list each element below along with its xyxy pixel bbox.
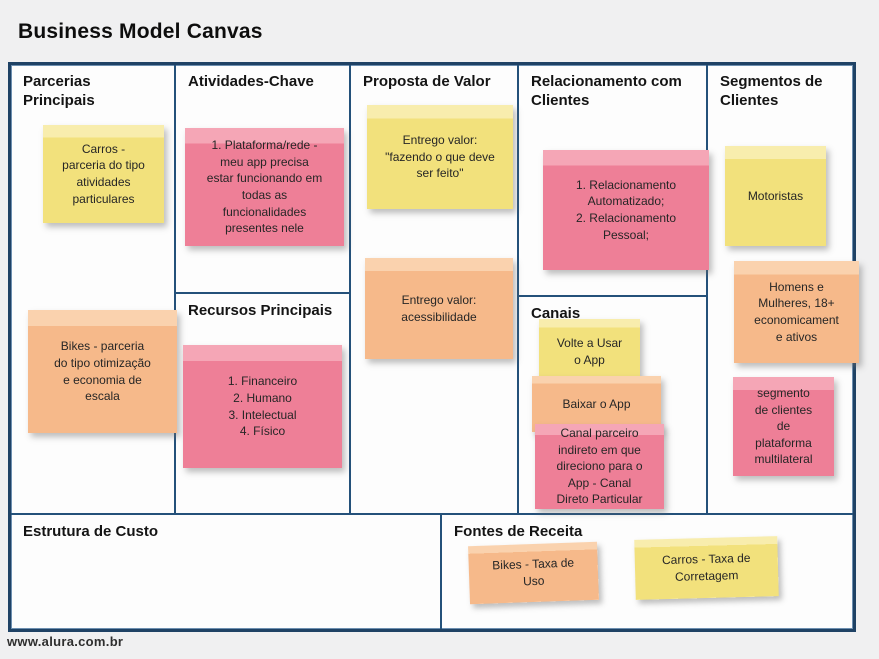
section-key-partners: Parcerias Principais Carros - parceria d… bbox=[11, 65, 177, 513]
section-title: Relacionamento com Clientes bbox=[531, 73, 682, 109]
section-channels: Canais Volte a Usar o App Baixar o App C… bbox=[519, 297, 706, 513]
divider-vertical-bottom bbox=[440, 513, 442, 629]
sticky-note: 1. Relacionamento Automatizado; 2. Relac… bbox=[543, 150, 709, 270]
website-url: www.alura.com.br bbox=[7, 634, 124, 649]
sticky-note: Bikes - Taxa de Uso bbox=[468, 541, 599, 605]
section-cost-structure: Estrutura de Custo bbox=[11, 515, 440, 629]
section-title: Recursos Principais bbox=[188, 302, 333, 319]
sticky-note: Entrego valor: "fazendo o que deve ser f… bbox=[367, 105, 513, 209]
sticky-note: segmento de clientes de plataforma multi… bbox=[733, 377, 834, 476]
sticky-note: Bikes - parceria do tipo otimização e ec… bbox=[28, 310, 177, 433]
section-title: Atividades-Chave bbox=[188, 73, 314, 90]
section-title: Canais bbox=[531, 305, 581, 322]
divider-vertical-1 bbox=[174, 65, 176, 513]
sticky-note: Canal parceiro indireto em que direciono… bbox=[535, 424, 664, 509]
sticky-note: Carros - Taxa de Corretagem bbox=[634, 536, 779, 600]
section-title: Proposta de Valor bbox=[363, 73, 491, 90]
section-key-activities: Atividades-Chave 1. Plataforma/rede - me… bbox=[176, 65, 349, 292]
sticky-note: Motoristas bbox=[725, 146, 826, 246]
sticky-note: Entrego valor: acessibilidade bbox=[365, 258, 513, 359]
section-revenue-streams: Fontes de Receita Bikes - Taxa de Uso Ca… bbox=[442, 515, 853, 629]
sticky-note: Carros - parceria do tipo atividades par… bbox=[43, 125, 164, 223]
section-title: Estrutura de Custo bbox=[23, 523, 159, 540]
sticky-note: 1. Plataforma/rede - meu app precisa est… bbox=[185, 128, 344, 246]
divider-vertical-3 bbox=[517, 65, 519, 513]
section-key-resources: Recursos Principais 1. Financeiro 2. Hum… bbox=[176, 294, 349, 513]
divider-horizontal-channels bbox=[517, 295, 708, 297]
divider-horizontal-activities bbox=[174, 292, 351, 294]
divider-vertical-4 bbox=[706, 65, 708, 513]
divider-horizontal-bottom bbox=[11, 513, 853, 515]
section-title: Fontes de Receita bbox=[454, 523, 583, 540]
section-title: Segmentos de Clientes bbox=[720, 73, 823, 109]
divider-vertical-2 bbox=[349, 65, 351, 513]
section-customer-segments: Segmentos de Clientes Motoristas Homens … bbox=[708, 65, 859, 513]
sticky-note: 1. Financeiro 2. Humano 3. Intelectual 4… bbox=[183, 345, 342, 468]
section-customer-relationships: Relacionamento com Clientes 1. Relaciona… bbox=[519, 65, 709, 295]
sticky-note: Homens e Mulheres, 18+ economicament e a… bbox=[734, 261, 859, 363]
section-value-proposition: Proposta de Valor Entrego valor: "fazend… bbox=[351, 65, 517, 513]
page-title: Business Model Canvas bbox=[18, 20, 263, 43]
sticky-note: Volte a Usar o App bbox=[539, 319, 640, 384]
section-title: Parcerias Principais bbox=[23, 73, 95, 109]
sticky-note: Baixar o App bbox=[532, 376, 661, 432]
canvas-board: Parcerias Principais Carros - parceria d… bbox=[8, 62, 859, 632]
